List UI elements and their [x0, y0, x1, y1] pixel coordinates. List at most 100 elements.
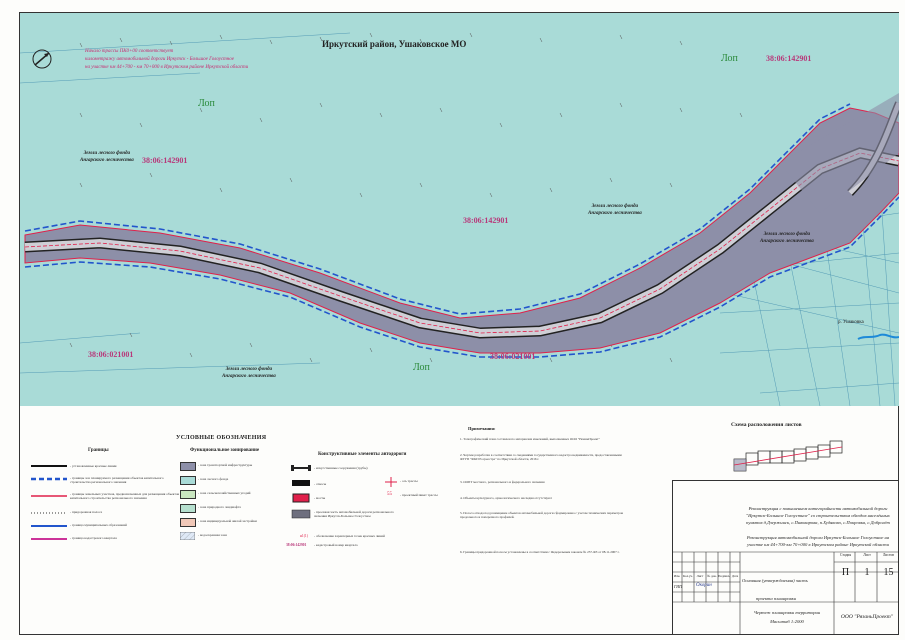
legend-item: - зона лесного фонда: [198, 477, 229, 481]
legend-item: - придорожная полоса: [70, 510, 103, 514]
map-title: Иркутский район, Ушаковское МО: [322, 39, 467, 49]
legend-item: - мосты: [314, 496, 326, 500]
legend-item: - граница кадастрового квартала: [70, 536, 117, 540]
legend-item: - водоохранная зона: [198, 533, 227, 537]
swatch-forest: [180, 476, 196, 485]
legend-borders-title: Границы: [88, 448, 109, 453]
swatch-residential: [180, 518, 196, 527]
legend-item: - проезжая часть автомобильной дороги ре…: [314, 510, 394, 518]
legend-item: - границы земельных участков, предназнач…: [70, 492, 180, 500]
swatch-agri: [180, 490, 196, 499]
stamp-header: Кол.уч.: [683, 574, 693, 578]
forest-label-line: Земли лесного фонда: [763, 232, 810, 237]
note-item: 2. Чертеж разработан в соответствии со с…: [460, 453, 622, 461]
stamp-header-row: Изм. Кол.уч. Лист № док. Подпись Дата: [672, 574, 740, 578]
parcel-label: 38:06:021001: [88, 350, 134, 359]
notes-title: Примечания:: [468, 426, 496, 431]
drawing-title-line: Чертеж планировки территории: [753, 610, 821, 615]
legend-item: - проектный пикет трассы: [400, 493, 438, 497]
sheet-header: Лист: [863, 553, 871, 557]
stamp-description: Реконструкция с повышением категорийност…: [746, 506, 890, 525]
forest-label-line: Ангарского лесничества: [588, 211, 642, 216]
parcel-label: 38:06:021001: [490, 352, 536, 361]
route-note-line-1: Начало трассы ПК0+00 соответствует: [85, 49, 174, 54]
stamp-signer: Окорин: [696, 583, 712, 588]
stamp-role: ГИП: [674, 584, 683, 589]
legend-item: - зона индивидуальной жилой застройки: [198, 519, 257, 523]
stage-header: Стадия: [840, 553, 851, 557]
legend-item: - обозначение характерных точек красных …: [314, 534, 385, 538]
swatch-transport: [180, 462, 196, 471]
drawing-scale: Масштаб 1:2000: [770, 619, 804, 624]
note-item: 1. Топографический план составлен по мат…: [460, 437, 600, 441]
legend-item: - искусственные сооружения (трубы): [314, 466, 368, 470]
note-item: 6. Границы придорожной полосы установлен…: [460, 550, 620, 554]
stamp-header: Лист: [696, 574, 704, 578]
note-item: 4. Объекты культурного, археологического…: [460, 496, 552, 500]
sheets-header: Листов: [883, 553, 894, 557]
note-item: 5. Полоса отвода под размещение объектов…: [460, 511, 624, 519]
stage-value: П: [841, 567, 850, 578]
stamp-header: № док.: [707, 574, 717, 578]
sheets-value: 15: [883, 567, 894, 578]
stamp-header: Дата: [731, 574, 739, 578]
sheet-title-line: проекта планировки: [756, 596, 797, 601]
forest-label-line: Ангарского лесничества: [80, 158, 134, 163]
legend-func-title: Функциональное зонирование: [190, 448, 260, 453]
sheet-title-line: Основная (утверждаемая) часть: [742, 578, 808, 583]
legend-item: - кадастровый номер квартала: [314, 543, 358, 547]
stamp-object: Реконструкция автомобильной дороги Иркут…: [746, 535, 890, 547]
river-label: р. Ушаковка: [838, 320, 864, 325]
zone-right: [780, 93, 899, 213]
parcel-label: 38:06:142901: [463, 216, 509, 225]
sheet-value: 1: [864, 567, 870, 578]
drawing-title: Чертеж планировки территории Масштаб 1:2…: [742, 608, 832, 626]
planning-map: [20, 13, 899, 406]
lop-label: Лоп: [198, 98, 215, 109]
stamp-header: Подпись: [718, 574, 730, 578]
legend-item: - установленные красные линии: [70, 464, 117, 468]
legend-item: - ось трассы: [400, 479, 418, 483]
point-symbol: н1(1): [300, 534, 308, 538]
legend-item: - граница муниципальных образований: [70, 523, 127, 527]
legend-axis-swatches: [385, 477, 397, 487]
sheets-scheme: [733, 440, 843, 472]
legend-item: - зона природного ландшафта: [198, 505, 241, 509]
zone-boundary-top: [24, 103, 851, 315]
swatch-water: [180, 532, 195, 540]
forest-label-line: Земли лесного фонда: [591, 204, 638, 209]
stamp-header: Изм.: [673, 574, 681, 578]
pk-mark: 55: [387, 492, 392, 497]
parcel-label: 38:06:142901: [766, 54, 812, 63]
transport-zone: [24, 107, 899, 354]
route-note-line-3: на участке км 44+700 - км 70+000 в Иркут…: [85, 65, 249, 70]
legend-item: - зона сельскохозяйственных угодий: [198, 491, 251, 495]
forest-label: Земли лесного фонда Ангарского лесничест…: [588, 203, 642, 217]
parcel-symbol: 38:06:142901: [286, 543, 307, 547]
route-start-note: Начало трассы ПК0+00 соответствует килом…: [85, 48, 285, 72]
legend-title: УСЛОВНЫЕ ОБОЗНАЧЕНИЯ: [176, 435, 267, 441]
legend-item: - границы зон планируемого размещения об…: [70, 476, 164, 484]
north-arrow-icon: [32, 49, 52, 69]
zone-boundary-bottom: [24, 196, 899, 358]
forest-label-line: Земли лесного фонда: [225, 367, 272, 372]
lop-label: Лоп: [721, 53, 738, 64]
note-item: 3. ООПТ местного, регионального и федера…: [460, 480, 545, 484]
forest-label-line: Земли лесного фонда: [83, 151, 130, 156]
legend-item: - откосы: [314, 482, 327, 486]
legend-item: - зона транспортной инфраструктуры: [198, 463, 253, 467]
lop-label: Лоп: [413, 362, 430, 373]
forest-label: Земли лесного фонда Ангарского лесничест…: [80, 150, 134, 164]
route-note-line-2: километражу автомобильной дороги Иркутск…: [85, 57, 234, 62]
legend-construct-swatches: [291, 465, 311, 519]
forest-label: Земли лесного фонда Ангарского лесничест…: [222, 366, 276, 380]
forest-label-line: Ангарского лесничества: [760, 239, 814, 244]
forest-label: Земли лесного фонда Ангарского лесничест…: [760, 231, 814, 245]
legend-construct-title: Конструктивные элементы автодороги: [318, 452, 407, 457]
title-block: [672, 480, 899, 635]
scheme-title: Схема расположения листов: [731, 422, 802, 428]
stamp-grid: [672, 551, 899, 635]
organization: ООО "РязаньПроект": [840, 614, 894, 620]
parcel-label: 38:06:142901: [142, 156, 188, 165]
